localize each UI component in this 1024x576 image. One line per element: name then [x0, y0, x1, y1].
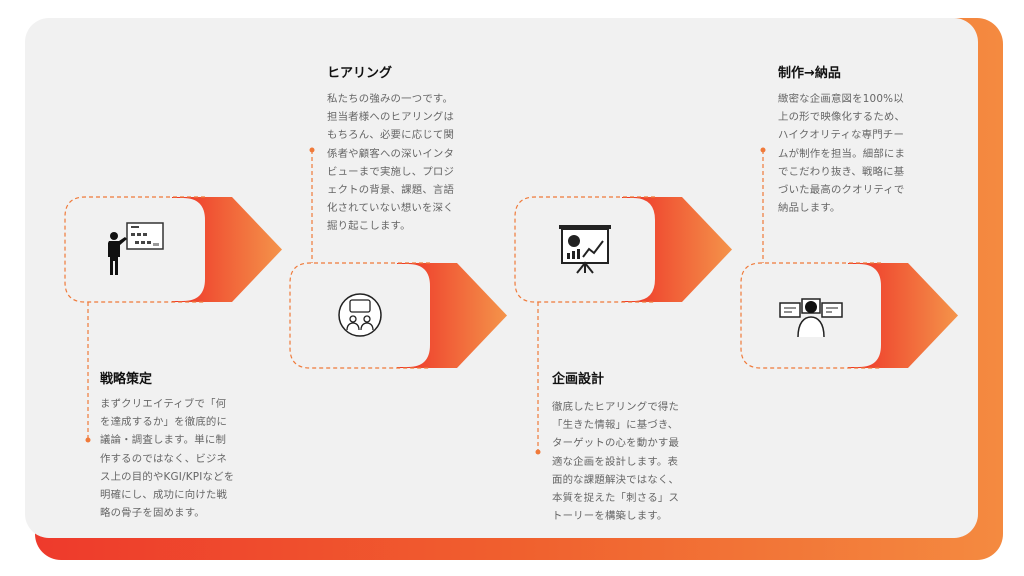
description-line: まずクリエイティブで「何	[100, 398, 227, 410]
description-line: 略の骨子を固めます。	[100, 507, 205, 520]
step-description: 緻密な企画意図を100%以上の形で映像化するため、ハイクオリティな専門チームが制…	[778, 90, 928, 217]
description-line: 面的な課題解決ではなく、	[552, 473, 680, 486]
description-line: 私たちの強みの一つです。	[327, 93, 454, 105]
description-line: 緻密な企画意図を100%以	[778, 93, 904, 105]
step-title: 戦略策定	[100, 372, 153, 387]
card-box	[740, 262, 881, 369]
description-line: 「生きた情報」に基づき、	[552, 419, 679, 432]
meeting-discussion-icon	[335, 290, 385, 344]
description-line: ビューまで実施し、プロジ	[327, 165, 455, 178]
step-title: 制作→納品	[778, 66, 841, 81]
step-card-4	[740, 147, 958, 369]
description-line: ス上の目的やKGI/KPIなどを	[100, 470, 235, 483]
description-line: 化されていない想いを深く	[327, 202, 454, 215]
description-line: ェクトの背景、課題、言語	[327, 184, 455, 197]
description-line: トーリーを構築します。	[552, 510, 668, 523]
card-box	[514, 196, 655, 303]
connector-dot	[309, 147, 315, 153]
description-line: を達成するか」を徹底的に	[100, 416, 228, 429]
description-line: ハイクオリティな専門チー	[778, 129, 905, 142]
connector-dot	[535, 449, 541, 455]
description-line: づいた最高のクオリティで	[778, 184, 905, 197]
description-line: 明確にし、成功に向けた戦	[100, 489, 228, 502]
card-inner	[742, 264, 881, 367]
description-line: 納品します。	[778, 202, 841, 215]
step-title: ヒアリング	[327, 66, 393, 81]
description-line: 作するのではなく、ビジネ	[100, 452, 228, 465]
description-line: 上の形で映像化するため、	[778, 111, 906, 124]
description-line: 徹底したヒアリングで得た	[552, 401, 680, 413]
editor-workstation-icon	[778, 293, 844, 341]
card-box	[289, 262, 430, 369]
presentation-chart-icon	[555, 221, 615, 281]
step-title: 企画設計	[552, 372, 605, 387]
step-description: まずクリエイティブで「何を達成するか」を徹底的に議論・調査します。単に制作するの…	[100, 395, 250, 522]
step-description: 私たちの強みの一つです。担当者様へのヒアリングはもちろん、必要に応じて関係者や顧…	[327, 90, 477, 236]
description-line: ターゲットの心を動かす最	[552, 437, 680, 450]
description-line: ムが制作を担当。細部にま	[778, 147, 906, 160]
step-card-3	[514, 196, 732, 455]
description-line: 掘り起こします。	[327, 220, 411, 233]
description-line: 係者や顧客への深いインタ	[327, 147, 455, 160]
description-line: 適な企画を設計します。表	[552, 455, 679, 468]
step-description: 徹底したヒアリングで得た「生きた情報」に基づき、ターゲットの心を動かす最適な企画…	[552, 398, 702, 525]
description-line: 担当者様へのヒアリングは	[327, 111, 455, 124]
connector-dot	[85, 437, 91, 443]
description-line: 議論・調査します。単に制	[100, 434, 227, 447]
presenter-whiteboard-icon	[105, 219, 165, 283]
description-line: もちろん、必要に応じて関	[327, 129, 455, 142]
description-line: でこだわり抜き、戦略に基	[778, 165, 905, 178]
card-box	[64, 196, 205, 303]
connector-dot	[760, 147, 766, 153]
description-line: 本質を捉えた「刺さる」ス	[552, 492, 680, 505]
